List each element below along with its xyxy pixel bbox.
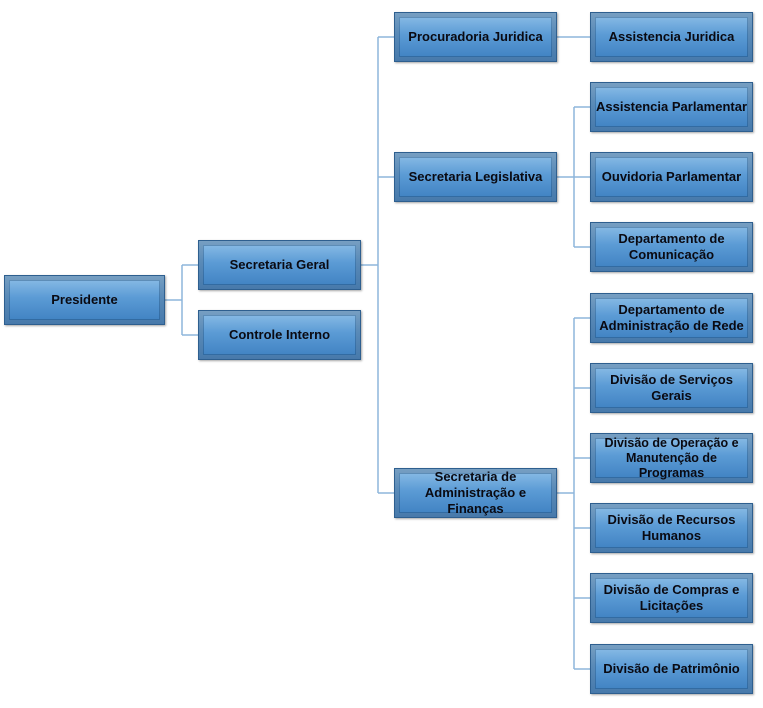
node-divisao-patrimonio: Divisão de Patrimônio — [590, 644, 753, 694]
node-label: Divisão de Patrimônio — [603, 661, 740, 676]
node-label: Presidente — [51, 292, 118, 307]
node-label: Divisão de Operação e Manutenção de Prog… — [604, 435, 739, 480]
node-secretaria-geral: Secretaria Geral — [198, 240, 361, 290]
node-label: Secretaria Legislativa — [408, 169, 543, 184]
node-label: Procuradoria Juridica — [408, 29, 543, 44]
node-label: Divisão de Compras e Licitações — [603, 582, 740, 613]
node-assistencia-juridica: Assistencia Juridica — [590, 12, 753, 62]
node-departamento-comunicacao: Departamento de Comunicação — [590, 222, 753, 272]
node-label: Ouvidoria Parlamentar — [601, 169, 742, 184]
node-label: Secretaria de Administração e Finanças — [424, 469, 527, 516]
node-divisao-operacao: Divisão de Operação e Manutenção de Prog… — [590, 433, 753, 483]
node-presidente: Presidente — [4, 275, 165, 325]
node-controle-interno: Controle Interno — [198, 310, 361, 360]
node-label: Secretaria Geral — [229, 257, 330, 272]
node-assistencia-parlamentar: Assistencia Parlamentar — [590, 82, 753, 132]
node-label: Departamento de Administração de Rede — [599, 302, 744, 333]
node-divisao-servicos-gerais: Divisão de Serviços Gerais — [590, 363, 753, 413]
node-label: Assistencia Juridica — [608, 29, 735, 44]
node-secretaria-administracao: Secretaria de Administração e Finanças — [394, 468, 557, 518]
node-divisao-recursos-humanos: Divisão de Recursos Humanos — [590, 503, 753, 553]
node-departamento-administracao-rede: Departamento de Administração de Rede — [590, 293, 753, 343]
node-label: Divisão de Serviços Gerais — [610, 372, 733, 403]
node-label: Departamento de Comunicação — [618, 231, 725, 262]
node-procuradoria-juridica: Procuradoria Juridica — [394, 12, 557, 62]
node-label: Assistencia Parlamentar — [595, 99, 748, 114]
node-ouvidoria-parlamentar: Ouvidoria Parlamentar — [590, 152, 753, 202]
node-label: Controle Interno — [228, 327, 331, 342]
node-secretaria-legislativa: Secretaria Legislativa — [394, 152, 557, 202]
node-label: Divisão de Recursos Humanos — [607, 512, 736, 543]
node-divisao-compras: Divisão de Compras e Licitações — [590, 573, 753, 623]
